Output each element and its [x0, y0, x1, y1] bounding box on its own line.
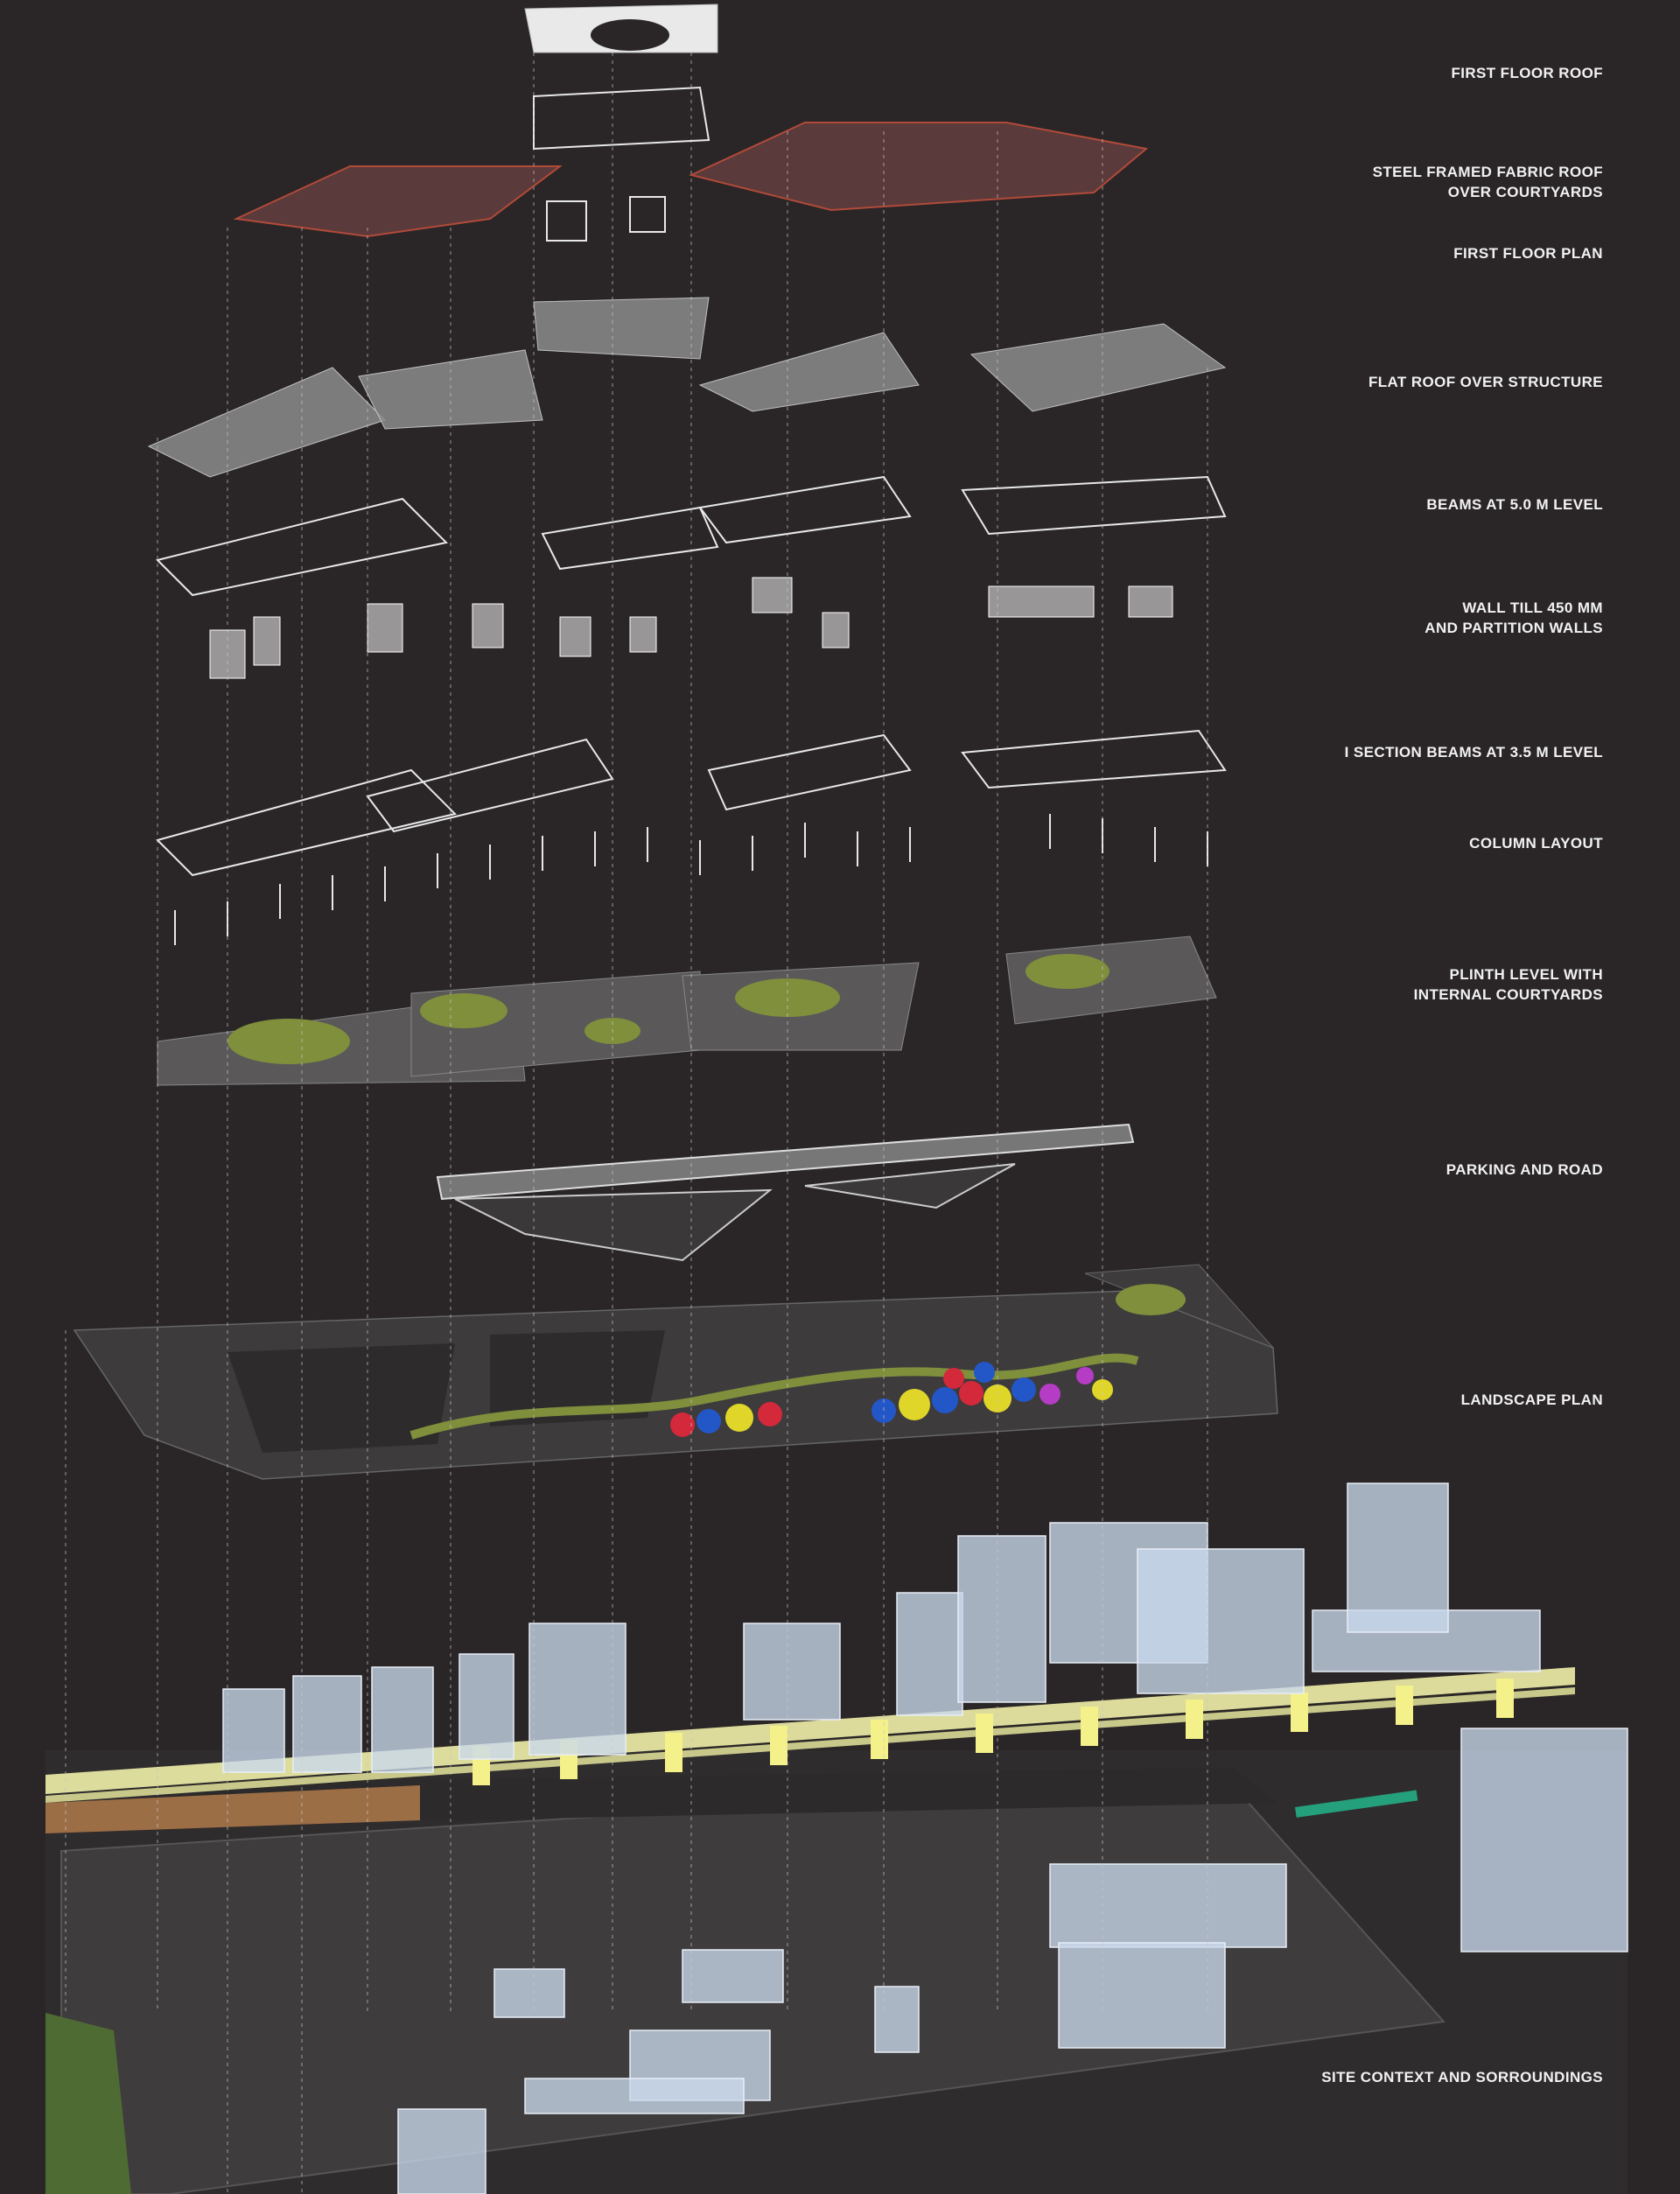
plinth-layer [157, 936, 1217, 1086]
label-column-layout: COLUMN LAYOUT [1469, 835, 1603, 852]
column-layout-layer [174, 814, 1208, 945]
fabric-roof [233, 165, 563, 238]
label-landscape: LANDSCAPE PLAN [1460, 1391, 1603, 1408]
beams-5m-layer [156, 475, 1227, 597]
water-channel [1295, 1790, 1418, 1818]
projection-lines [65, 53, 1208, 2194]
parking-layer [436, 1123, 1135, 1262]
courtyard [1026, 954, 1110, 989]
label-flat-roof: FLAT ROOF OVER STRUCTURE [1368, 374, 1603, 390]
building-masses [222, 1483, 1628, 2194]
flat-roof-layer [147, 297, 1227, 478]
fabric-roof [689, 122, 1149, 212]
landscape-path [410, 1353, 1139, 1440]
label-parking: PARKING AND ROAD [1446, 1161, 1603, 1178]
label-i-section-beams: I SECTION BEAMS AT 3.5 M LEVEL [1344, 744, 1603, 761]
landscape-layer [73, 1264, 1278, 1480]
roof-void [591, 19, 669, 51]
label-beams-5m: BEAMS AT 5.0 M LEVEL [1426, 496, 1603, 513]
landscape-lawn [1116, 1284, 1186, 1315]
courtyard [420, 993, 508, 1028]
label-first-floor-plan: FIRST FLOOR PLAN [1453, 245, 1603, 262]
footpath [46, 1785, 420, 1833]
parking-lot [804, 1163, 1016, 1209]
label-site-context: SITE CONTEXT AND SORROUNDINGS [1321, 2069, 1603, 2085]
site-context-layer [46, 1483, 1628, 2194]
building-footprint [228, 1343, 455, 1453]
first-floor-layer [233, 4, 1149, 242]
courtyard [228, 1019, 350, 1064]
label-first-floor-roof: FIRST FLOOR ROOF [1451, 65, 1603, 81]
grass-edge [46, 2013, 131, 2194]
color-circles [670, 1362, 1113, 1437]
parking-deck [436, 1123, 1135, 1201]
